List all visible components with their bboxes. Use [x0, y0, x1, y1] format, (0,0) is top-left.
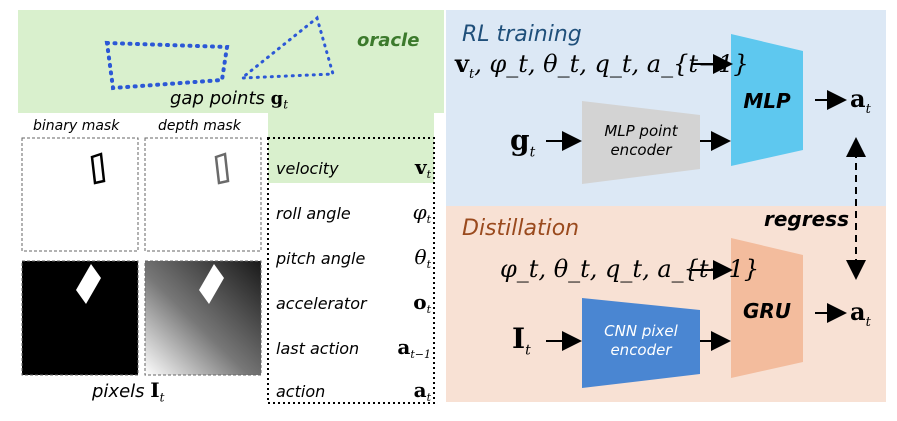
state-symbol: a	[413, 377, 427, 402]
rl-output-symbol: a	[850, 84, 866, 113]
state-symbol: v	[414, 155, 427, 180]
gru-policy-label: GRU	[742, 299, 792, 323]
gru-policy-shape	[731, 238, 803, 378]
binary-mask-label: binary mask	[33, 118, 120, 134]
state-subscript: t	[426, 303, 431, 317]
state-row-action: action at	[276, 371, 431, 411]
state-subscript: t	[426, 213, 431, 227]
oracle-panel-extension	[268, 113, 434, 183]
depth-pixel-image	[144, 260, 262, 376]
state-list: velocity vt roll angle φt pitch angle θt…	[276, 146, 431, 411]
rl-output-action: at	[850, 84, 871, 117]
gap-points-quad	[104, 40, 230, 91]
mlp-point-encoder-label: MLP point encoder	[582, 122, 700, 160]
rl-input-v: v	[455, 49, 469, 78]
rl-input-rest: φ_t, θ_t, q_t, a_{t−1}	[489, 50, 749, 78]
depth-pixel-gap	[199, 264, 224, 304]
state-subscript: t−1	[410, 348, 431, 362]
state-row-accelerator: accelerator ot	[276, 281, 431, 326]
gap-points-subscript: t	[283, 97, 289, 112]
pixels-subscript: t	[159, 390, 165, 405]
rl-training-panel	[446, 10, 886, 206]
encoder-line2: encoder	[610, 341, 672, 359]
mlp-policy-shape	[731, 34, 803, 166]
encoder-line1: CNN pixel	[604, 322, 678, 340]
state-label: accelerator	[276, 294, 367, 313]
distill-image-symbol: I	[512, 322, 526, 355]
rl-training-title: RL training	[462, 22, 582, 47]
oracle-label: oracle	[357, 30, 420, 51]
state-label: action	[276, 381, 326, 401]
state-label: last action	[276, 339, 360, 358]
pixels-symbol: I	[150, 378, 160, 402]
distill-output-subscript: t	[865, 314, 871, 330]
gap-points-caption: gap points gt	[170, 88, 288, 112]
distill-input-vector: φ_t, θ_t, q_t, a_{t−1}	[500, 255, 759, 283]
binary-pixel-gap	[76, 264, 101, 304]
distill-input-rest: φ_t, θ_t, q_t, a_{t−1}	[500, 255, 760, 283]
cnn-pixel-encoder-label: CNN pixel encoder	[582, 322, 700, 360]
pixels-label: pixels	[92, 381, 145, 402]
state-symbol: θ	[414, 245, 427, 270]
state-row-roll-angle: roll angle φt	[276, 191, 431, 236]
state-row-velocity: velocity vt	[276, 146, 431, 191]
state-symbol: φ	[412, 200, 427, 225]
state-subscript: t	[426, 258, 431, 272]
state-row-last-action: last action at−1	[276, 326, 431, 371]
mlp-policy-label: MLP	[743, 89, 791, 113]
binary-pixel-image	[21, 260, 139, 376]
rl-g-subscript: t	[529, 144, 536, 161]
state-subscript: t	[426, 168, 431, 182]
mlp-point-encoder-shape	[582, 101, 700, 184]
depth-mask-gap	[214, 152, 230, 185]
distillation-title: Distillation	[462, 216, 580, 241]
pixels-caption: pixels It	[92, 378, 164, 405]
encoder-line1: MLP point	[604, 122, 678, 140]
oracle-panel	[18, 10, 444, 113]
rl-g-symbol: g	[510, 124, 530, 157]
state-label: velocity	[276, 159, 339, 178]
gap-points-triangle	[237, 15, 335, 80]
state-label: roll angle	[276, 204, 351, 223]
gap-points-label: gap points	[170, 88, 265, 109]
depth-mask-label: depth mask	[158, 118, 241, 134]
state-symbol: o	[413, 290, 427, 315]
distill-image-subscript: t	[525, 342, 531, 359]
distill-image-input: It	[512, 322, 531, 359]
state-label: pitch angle	[276, 249, 366, 268]
cnn-pixel-encoder-shape	[582, 298, 700, 388]
rl-input-vector: vt, φ_t, θ_t, q_t, a_{t−1}	[455, 49, 749, 82]
state-symbol: a	[397, 335, 411, 360]
encoder-line2: encoder	[610, 141, 672, 159]
rl-output-subscript: t	[865, 101, 871, 117]
state-row-pitch-angle: pitch angle θt	[276, 236, 431, 281]
rl-g-input: gt	[510, 124, 535, 161]
state-subscript: t	[426, 391, 431, 405]
distill-output-action: at	[850, 297, 871, 330]
depth-mask-box	[144, 137, 262, 252]
gap-points-symbol: g	[270, 88, 284, 109]
distill-output-symbol: a	[850, 297, 866, 326]
binary-mask-box	[21, 137, 139, 252]
regress-label: regress	[764, 207, 849, 231]
binary-mask-gap	[90, 152, 106, 185]
